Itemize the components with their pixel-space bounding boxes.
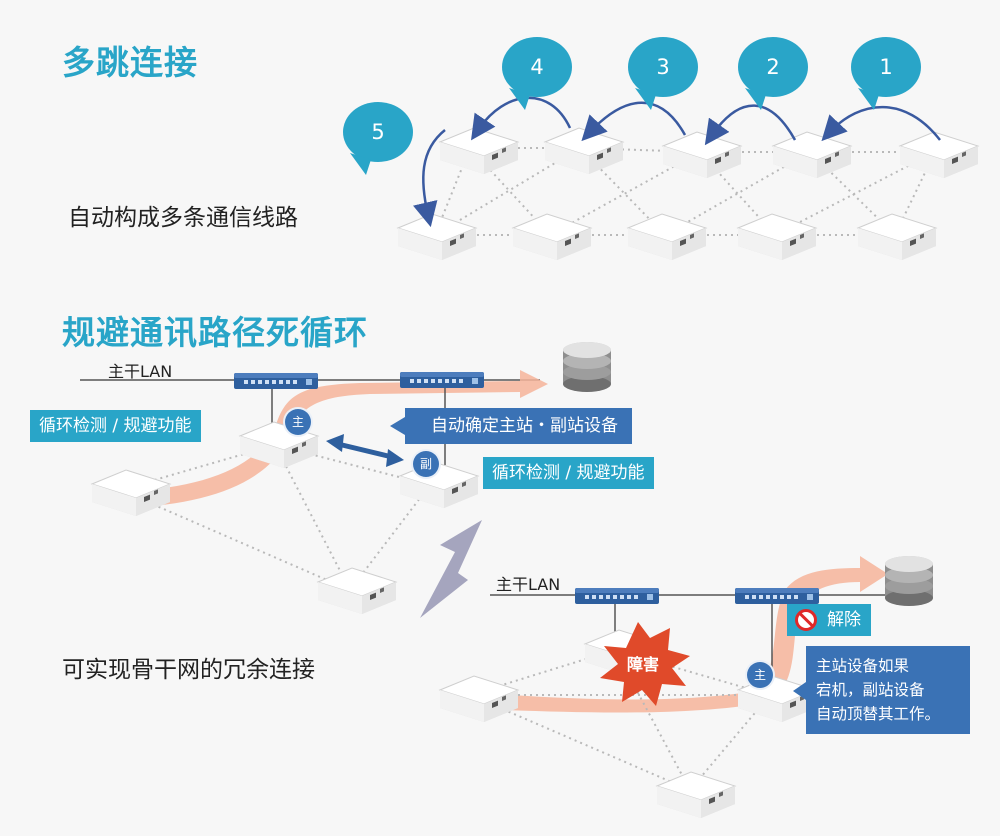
hop-bubble-5: 5	[343, 102, 413, 162]
loop-detect-tag-right: 循环检测 / 规避功能	[483, 457, 654, 489]
release-tag: 解除	[787, 604, 871, 636]
hop-bubble-4: 4	[502, 37, 572, 97]
release-label: 解除	[827, 610, 861, 630]
hop-bubble-3: 3	[628, 37, 698, 97]
failover-note-line-3: 自动顶替其工作。	[816, 705, 941, 723]
loop-detect-tag-left: 循环检测 / 规避功能	[30, 410, 201, 442]
failover-note: 主站设备如果 宕机，副站设备 自动顶替其工作。	[793, 646, 970, 734]
hop-bubble-1: 1	[851, 37, 921, 97]
prohibit-icon	[795, 609, 817, 631]
slave-badge: 副	[413, 451, 439, 477]
failure-label: 障害	[627, 655, 660, 674]
backbone-lan-label: 主干LAN	[108, 362, 173, 381]
loop-avoid-title: 规避通讯路径死循环	[62, 313, 368, 352]
hop-bubble-2: 2	[738, 37, 808, 97]
multi-route-caption: 自动构成多条通信线路	[68, 205, 298, 231]
master-badge-2: 主	[747, 662, 773, 688]
auto-determine-callout: 自动确定主站・副站设备	[390, 408, 632, 444]
master-badge: 主	[285, 409, 311, 435]
redundant-backbone-caption: 可实现骨干网的冗余连接	[62, 657, 315, 683]
backbone-lan-label-2: 主干LAN	[496, 575, 561, 594]
failover-note-line-1: 主站设备如果	[816, 657, 910, 675]
multi-hop-title: 多跳连接	[62, 43, 198, 82]
failover-note-line-2: 宕机，副站设备	[816, 681, 925, 699]
